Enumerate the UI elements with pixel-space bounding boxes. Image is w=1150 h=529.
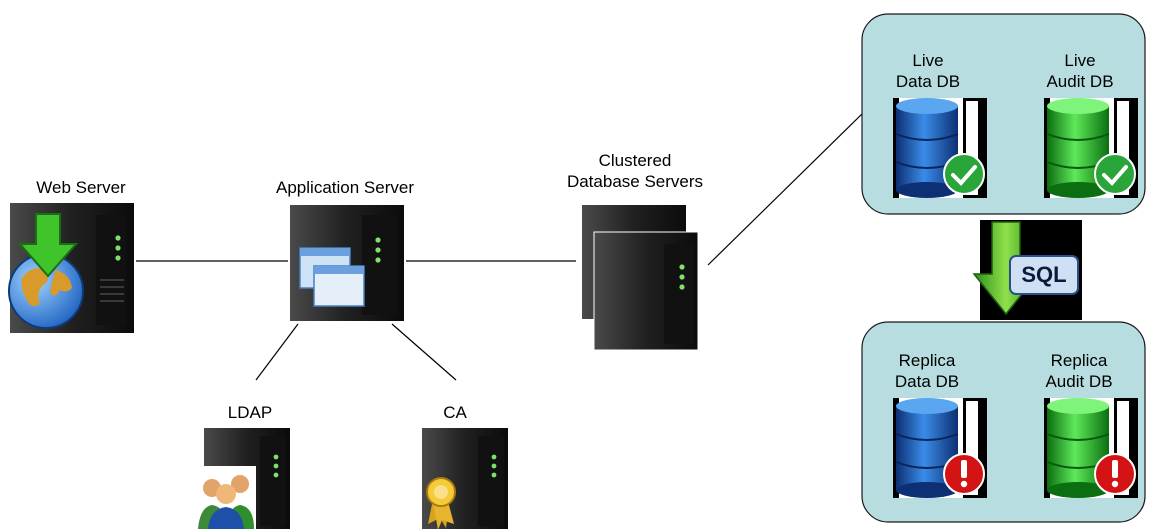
ca-label: CA xyxy=(443,403,467,422)
replica-audit-db-label: Replica Audit DB xyxy=(1045,351,1113,391)
live-data-db-icon xyxy=(893,98,987,198)
ca-server-icon xyxy=(422,428,508,529)
database-cluster-icon xyxy=(582,205,699,351)
replica-data-db-icon xyxy=(893,398,987,498)
live-audit-db-label: Live Audit DB xyxy=(1046,51,1114,91)
live-audit-db-icon xyxy=(1044,98,1138,198)
ldap-label: LDAP xyxy=(227,403,273,422)
link-app-ldap xyxy=(255,323,299,381)
live-data-db-label: Live Data DB xyxy=(895,51,961,91)
connections xyxy=(136,111,865,381)
web-server-label: Web Server xyxy=(36,178,126,197)
web-server-icon xyxy=(8,203,134,333)
link-db-live xyxy=(707,111,865,266)
link-app-ca xyxy=(391,323,457,381)
replica-audit-db-icon xyxy=(1044,398,1138,498)
sql-label: SQL xyxy=(1021,262,1067,287)
replica-data-db-label: Replica Data DB xyxy=(894,351,960,391)
sql-replication-icon xyxy=(972,220,1082,320)
ldap-server-icon xyxy=(194,428,290,529)
application-server-icon xyxy=(290,205,404,321)
database-cluster-label: Clustered Database Servers xyxy=(566,151,704,191)
application-server-label: Application Server xyxy=(276,178,414,197)
